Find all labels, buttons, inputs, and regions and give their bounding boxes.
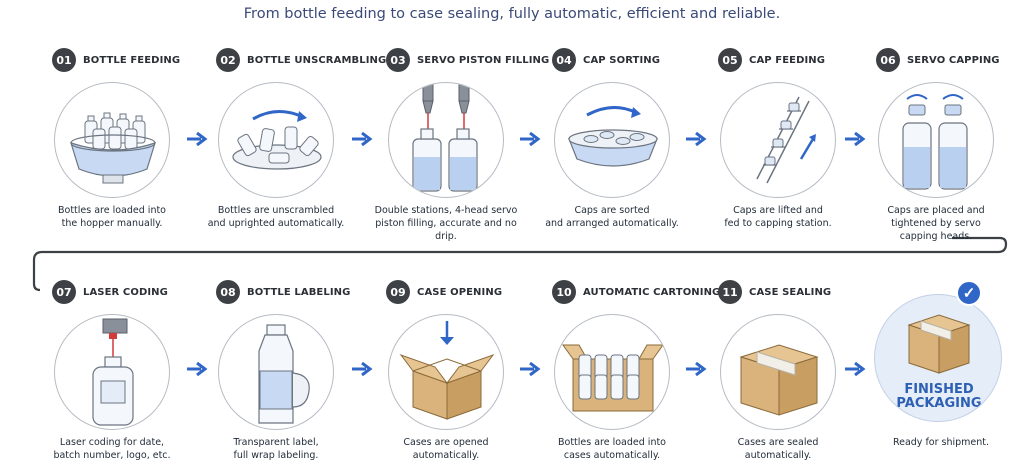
finished-packaging-badge: FINISHED PACKAGING — [874, 294, 1002, 422]
step-caption: Caps are lifted and fed to capping stati… — [724, 205, 832, 229]
step-caption: Double stations, 4-head servo piston fil… — [374, 205, 518, 242]
step-number-badge: 01 — [52, 48, 76, 72]
step-number-badge: 04 — [552, 48, 576, 72]
capping-illustration — [878, 82, 994, 198]
step-title: CAP SORTING — [583, 54, 661, 66]
step-number-badge: 10 — [552, 280, 576, 304]
arrow-right-icon — [520, 132, 541, 146]
arrow-right-icon — [352, 362, 373, 376]
arrow-right-icon — [845, 132, 866, 146]
step-servo-capping: 06 SERVO CAPPING Caps are placed and tig… — [876, 44, 1024, 244]
step-title: CAP FEEDING — [749, 54, 826, 66]
arrow-right-icon — [187, 362, 208, 376]
step-title: CASE OPENING — [417, 286, 503, 298]
cartoning-illustration — [554, 314, 670, 430]
labeler-illustration — [218, 314, 334, 430]
process-row-1: 01 BOTTLE FEEDING Bottles are loaded int… — [0, 44, 1024, 244]
step-caption: Bottles are loaded into the hopper manua… — [57, 205, 166, 229]
step-header: 11 CASE SEALING — [718, 280, 831, 304]
finished-label-line1: FINISHED — [904, 382, 974, 397]
step-header: 02 BOTTLE UNSCRAMBLING — [216, 48, 386, 72]
step-caption: Caps are sorted and arranged automatical… — [545, 205, 679, 229]
step-bottle-feeding: 01 BOTTLE FEEDING Bottles are loaded int… — [52, 44, 202, 244]
arrow-right-icon — [352, 132, 373, 146]
check-icon: ✓ — [956, 280, 982, 306]
step-number-badge: 03 — [386, 48, 410, 72]
step-header: 09 CASE OPENING — [386, 280, 502, 304]
step-title: BOTTLE LABELING — [247, 286, 351, 298]
step-title: AUTOMATIC CARTONING — [583, 286, 721, 298]
piston-filling-illustration — [388, 82, 504, 198]
step-header: 01 BOTTLE FEEDING — [52, 48, 180, 72]
step-header: 08 BOTTLE LABELING — [216, 280, 350, 304]
finished-packaging-label: FINISHED PACKAGING — [875, 382, 1001, 411]
step-number-badge: 11 — [718, 280, 742, 304]
step-cap-sorting: 04 CAP SORTING Caps are sorted and arran… — [545, 44, 702, 244]
step-number-badge: 07 — [52, 280, 76, 304]
step-caption: Caps are placed and tightened by servo c… — [887, 205, 985, 242]
step-header: 07 LASER CODING — [52, 280, 168, 304]
unscrambler-illustration — [218, 82, 334, 198]
step-title: SERVO PISTON FILLING — [417, 54, 550, 66]
page-headline: From bottle feeding to case sealing, ful… — [243, 6, 781, 22]
step-title: LASER CODING — [83, 286, 168, 298]
step-number-badge: 05 — [718, 48, 742, 72]
process-row-2: 07 LASER CODING Laser coding for date, b… — [0, 276, 1024, 470]
cap-sorter-illustration — [554, 82, 670, 198]
laser-coder-illustration — [54, 314, 170, 430]
arrow-right-icon — [845, 362, 866, 376]
step-header: 03 SERVO PISTON FILLING — [386, 48, 549, 72]
step-title: SERVO CAPPING — [907, 54, 1000, 66]
step-cap-feeding: 05 CAP FEEDING Caps are lifted and fed t… — [718, 44, 868, 244]
step-caption: Transparent label, full wrap labeling. — [233, 437, 319, 461]
step-number-badge: 06 — [876, 48, 900, 72]
bottle-hopper-illustration — [54, 82, 170, 198]
step-bottle-unscrambling: 02 BOTTLE UNSCRAMBLING Bottles are unscr… — [208, 44, 386, 244]
step-bottle-labeling: 08 BOTTLE LABELING Transparent label, fu… — [216, 276, 366, 470]
finished-label-line2: PACKAGING — [896, 396, 982, 411]
step-title: BOTTLE UNSCRAMBLING — [247, 54, 387, 66]
step-caption: Cases are opened automatically. — [403, 437, 489, 461]
step-caption: Cases are sealed automatically. — [737, 437, 819, 461]
step-case-sealing: 11 CASE SEALING Cases are sealed automat… — [718, 276, 868, 470]
step-number-badge: 02 — [216, 48, 240, 72]
step-finished-packaging: ✓ FINISHED PACKAGING Ready for shipment. — [872, 276, 1022, 470]
arrow-right-icon — [187, 132, 208, 146]
arrow-right-icon — [686, 362, 707, 376]
step-number-badge: 09 — [386, 280, 410, 304]
arrow-right-icon — [520, 362, 541, 376]
step-case-opening: 09 CASE OPENING Cases are opened automat… — [386, 276, 536, 470]
step-caption: Bottles are loaded into cases automatica… — [557, 437, 666, 461]
step-header: 10 AUTOMATIC CARTONING — [552, 280, 720, 304]
cap-elevator-illustration — [720, 82, 836, 198]
step-servo-piston-filling: 03 SERVO PISTON FILLING Double s — [375, 44, 549, 244]
step-title: BOTTLE FEEDING — [83, 54, 181, 66]
arrow-right-icon — [686, 132, 707, 146]
step-title: CASE SEALING — [749, 286, 832, 298]
step-caption: Bottles are unscrambled and uprighted au… — [207, 205, 345, 229]
step-header: 04 CAP SORTING — [552, 48, 660, 72]
open-case-illustration — [388, 314, 504, 430]
step-header: 06 SERVO CAPPING — [876, 48, 1000, 72]
step-laser-coding: 07 LASER CODING Laser coding for date, b… — [52, 276, 202, 470]
step-number-badge: 08 — [216, 280, 240, 304]
step-caption: Laser coding for date, batch number, log… — [53, 437, 171, 461]
sealed-case-illustration — [720, 314, 836, 430]
step-header: 05 CAP FEEDING — [718, 48, 825, 72]
final-caption: Ready for shipment. — [892, 437, 990, 448]
step-automatic-cartoning: 10 AUTOMATIC CARTONING Bottles are loade… — [552, 276, 720, 470]
